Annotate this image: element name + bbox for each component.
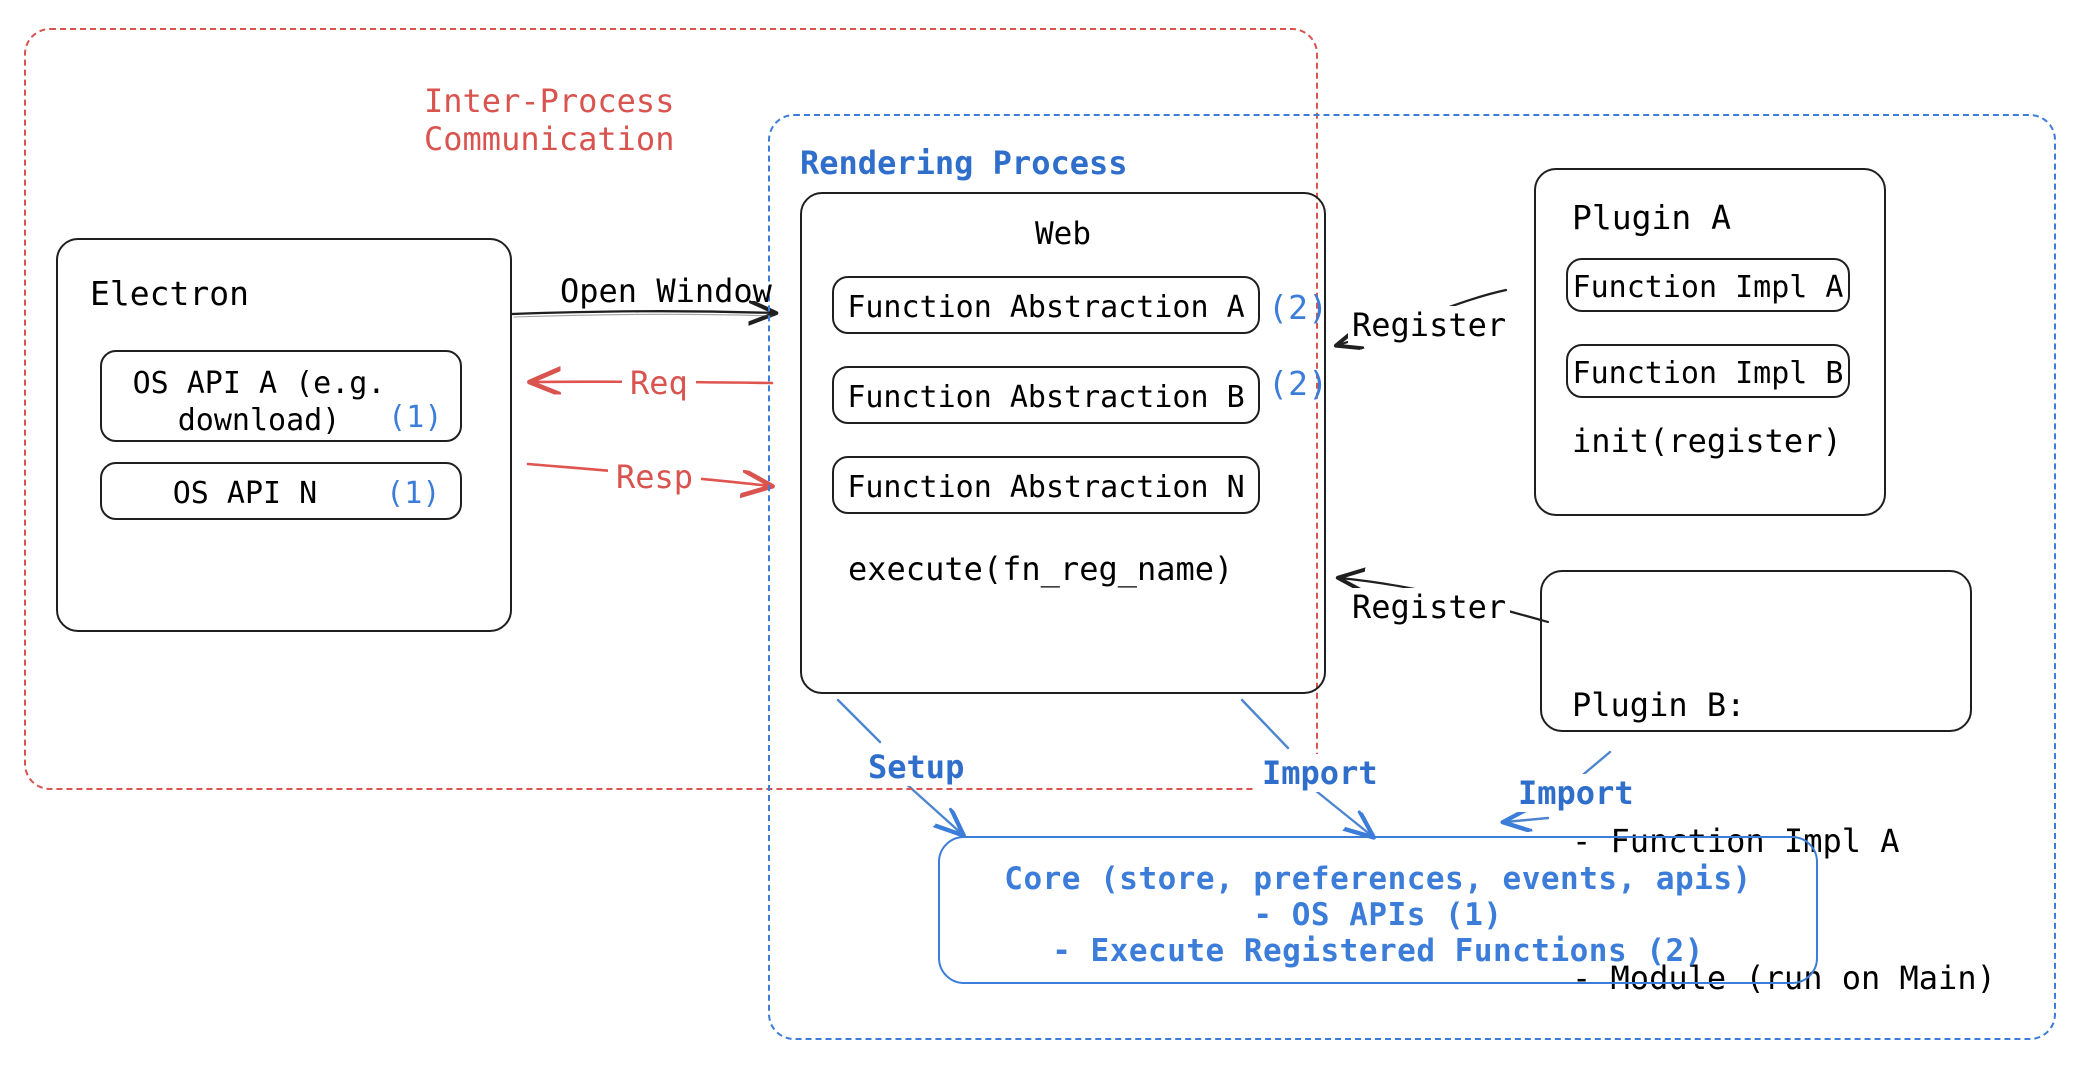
plugin-a-init-label: init(register)	[1572, 422, 1842, 460]
plugin-b-lines: Plugin B: - Function Impl A - Module (ru…	[1572, 592, 1996, 1066]
edge-label-register-plugin-a: Register	[1348, 306, 1511, 344]
edge-label-import-web: Import	[1256, 754, 1384, 792]
function-abstraction-a-box[interactable]: Function Abstraction A	[832, 276, 1260, 334]
function-impl-b-box[interactable]: Function Impl B	[1566, 344, 1850, 398]
electron-title: Electron	[90, 274, 249, 313]
function-abstraction-a-marker: (2)	[1268, 288, 1329, 327]
core-line-1: - OS APIs (1)	[1253, 897, 1503, 933]
os-api-n-box[interactable]: OS API N (1)	[100, 462, 462, 520]
function-abstraction-n-label: Function Abstraction N	[847, 470, 1245, 505]
function-abstraction-b-box[interactable]: Function Abstraction B	[832, 366, 1260, 424]
edge-label-import-plugin: Import	[1512, 774, 1640, 812]
function-impl-a-label: Function Impl A	[1572, 270, 1844, 305]
function-abstraction-b-marker: (2)	[1268, 364, 1329, 403]
core-line-2: - Execute Registered Functions (2)	[1052, 933, 1704, 969]
function-impl-b-label: Function Impl B	[1572, 356, 1844, 391]
function-impl-a-box[interactable]: Function Impl A	[1566, 258, 1850, 312]
os-api-a-label: OS API A (e.g. download)	[132, 366, 386, 438]
edge-label-register-plugin-b: Register	[1348, 588, 1511, 626]
edge-label-req: Req	[622, 364, 696, 402]
edge-label-setup: Setup	[862, 748, 971, 786]
web-title: Web	[1035, 216, 1091, 252]
rendering-process-label: Rendering Process	[800, 144, 1128, 182]
os-api-a-box[interactable]: OS API A (e.g. download) (1)	[100, 350, 462, 442]
edge-label-resp: Resp	[608, 458, 702, 496]
rendering-process-boundary	[768, 114, 2056, 1040]
os-api-n-marker: (1)	[386, 476, 441, 511]
edge-label-open-window: Open Window	[560, 272, 772, 310]
plugin-a-title: Plugin A	[1572, 198, 1731, 237]
os-api-a-marker: (1)	[388, 400, 443, 435]
plugin-a-box[interactable]: Plugin A Function Impl A Function Impl B…	[1534, 168, 1886, 516]
ipc-boundary	[24, 28, 1318, 790]
core-line-0: Core (store, preferences, events, apis)	[1004, 861, 1752, 897]
function-abstraction-a-label: Function Abstraction A	[847, 290, 1245, 325]
function-abstraction-b-label: Function Abstraction B	[847, 380, 1245, 415]
electron-box[interactable]: Electron OS API A (e.g. download) (1) OS…	[56, 238, 512, 632]
function-abstraction-n-box[interactable]: Function Abstraction N	[832, 456, 1260, 514]
os-api-n-label: OS API N	[172, 476, 318, 511]
core-box[interactable]: Core (store, preferences, events, apis) …	[938, 836, 1818, 984]
ipc-label: Inter-Process Communication	[424, 82, 675, 159]
web-execute-label: execute(fn_reg_name)	[848, 550, 1234, 588]
plugin-b-box[interactable]: Plugin B: - Function Impl A - Module (ru…	[1540, 570, 1996, 997]
plugin-b-title: Plugin B:	[1572, 685, 1746, 724]
web-box[interactable]: Web Function Abstraction A (2) Function …	[800, 192, 1329, 694]
